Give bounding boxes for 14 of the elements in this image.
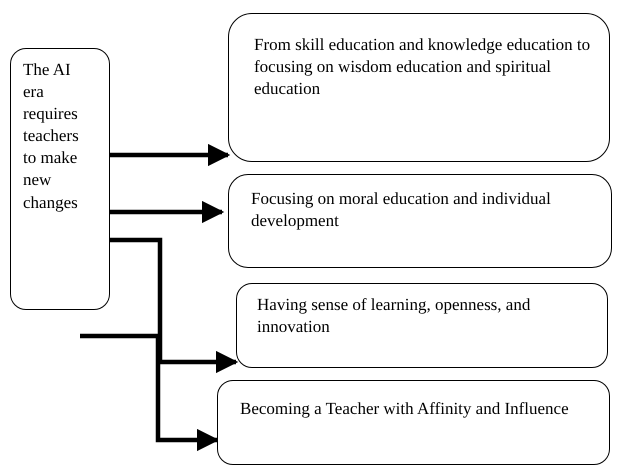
rounded-box [236, 283, 608, 368]
box-text: From skill education and knowledge education to focusing on wisdom education and spiritual education [254, 34, 592, 100]
rounded-box [228, 13, 610, 162]
rounded-box [217, 380, 610, 465]
box-text: Becoming a Teacher with Affinity and Influence [240, 398, 570, 420]
rounded-box [10, 48, 110, 310]
arrow [110, 200, 224, 224]
arrow [80, 334, 220, 452]
arrow [110, 144, 230, 166]
arrow [110, 238, 238, 374]
box-text: Focusing on moral education and individual development [251, 188, 552, 232]
rounded-box [228, 174, 612, 268]
box-text: The AI era requires teachers to make new changes [23, 59, 80, 214]
box-text: Having sense of learning, openness, and innovation [257, 294, 532, 338]
